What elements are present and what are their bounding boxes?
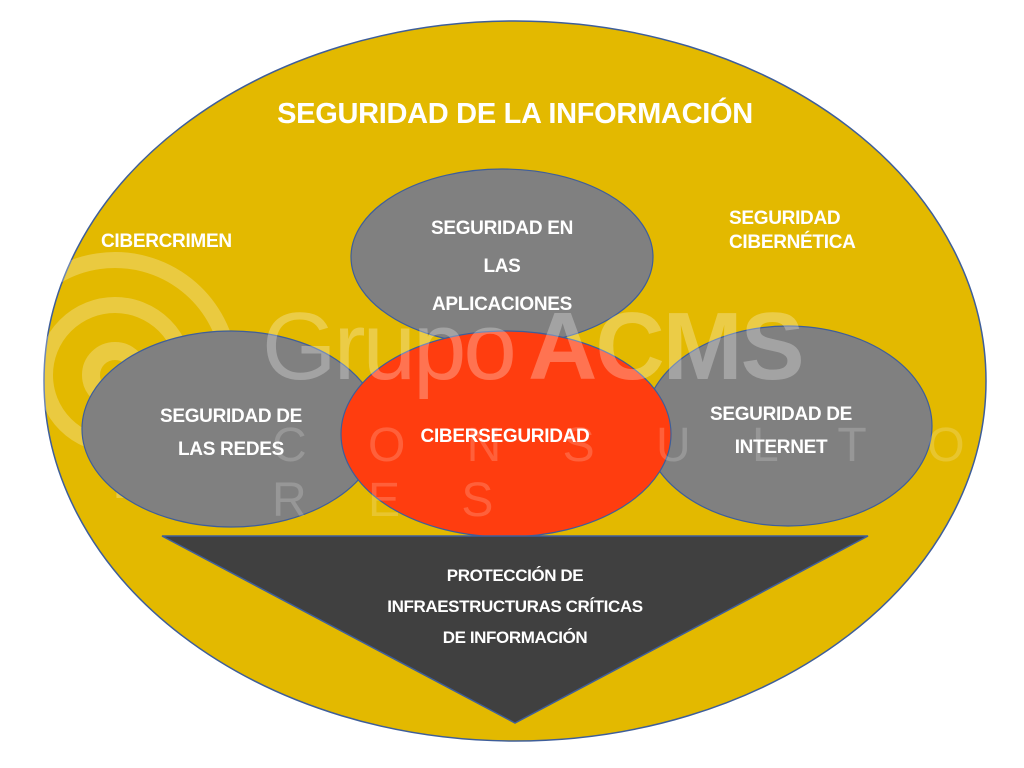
node-bottom-line1: PROTECCIÓN DE (446, 566, 584, 585)
node-top-line1: SEGURIDAD EN (430, 218, 574, 239)
node-ciberseguridad-label: CIBERSEGURIDAD (420, 426, 590, 447)
node-seguridad-redes-label: SEGURIDAD DE LAS REDES (126, 400, 336, 466)
label-seguridad-cibernetica-line2: CIBERNÉTICA (729, 232, 856, 254)
label-cibercrimen: CIBERCRIMEN (101, 231, 232, 252)
node-seguridad-internet-label: SEGURIDAD DE INTERNET (676, 398, 886, 464)
node-right-line1: SEGURIDAD DE (709, 404, 853, 425)
node-right-line2: INTERNET (734, 437, 828, 458)
node-seguridad-aplicaciones-label: SEGURIDAD EN LAS APLICACIONES (372, 210, 632, 324)
node-bottom-line2: INFRAESTRUCTURAS CRÍTICAS (387, 597, 643, 616)
node-left-line2: LAS REDES (177, 439, 285, 460)
node-left-line1: SEGURIDAD DE (159, 406, 303, 427)
label-seguridad-cibernetica: SEGURIDAD CIBERNÉTICA (729, 207, 856, 255)
bottom-triangle-infraestructuras (161, 535, 869, 724)
node-bottom-line3: DE INFORMACIÓN (442, 628, 588, 647)
node-top-line3: APLICACIONES (432, 294, 572, 315)
label-seguridad-cibernetica-line1: SEGURIDAD (729, 208, 841, 229)
node-infraestructuras-criticas-label: PROTECCIÓN DE INFRAESTRUCTURAS CRÍTICAS … (360, 560, 670, 653)
diagram-title: SEGURIDAD DE LA INFORMACIÓN (277, 98, 753, 130)
node-top-line2: LAS (483, 256, 521, 277)
